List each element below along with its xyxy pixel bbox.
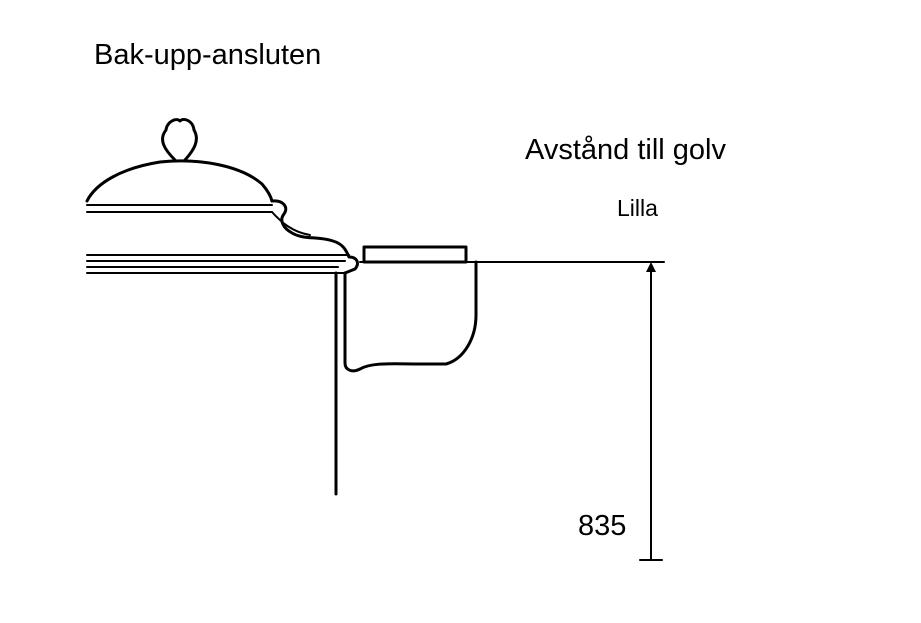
diagram-title: Bak-upp-ansluten (94, 39, 322, 71)
dimension-value: 835 (578, 510, 627, 542)
size-label: Lilla (617, 195, 658, 221)
counter-block (362, 245, 468, 264)
pot-lid (85, 159, 274, 203)
countertop-front (343, 260, 478, 373)
pot-side-contour (270, 199, 359, 275)
lid-knob (161, 117, 198, 162)
distance-to-floor-label: Avstånd till golv (525, 134, 726, 166)
dimension-arrow-head (646, 262, 656, 272)
pot-side-inner (271, 211, 311, 236)
